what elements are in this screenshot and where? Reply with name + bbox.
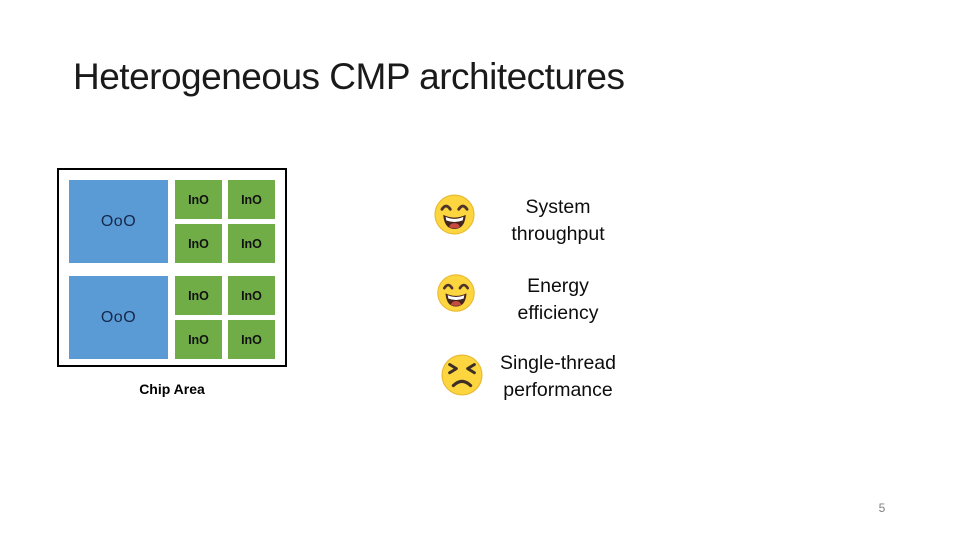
small-core-label: InO <box>188 332 209 347</box>
small-core-label: InO <box>241 236 262 251</box>
property-label-line: efficiency <box>517 302 599 324</box>
property-energy-efficiency: Energy efficiency <box>467 273 649 327</box>
small-core-block: InO <box>228 180 275 219</box>
small-core-block: InO <box>228 224 275 263</box>
big-core-block: OoO <box>69 180 168 263</box>
property-system-throughput: System throughput <box>467 194 649 248</box>
property-label-line: Energy <box>527 275 589 297</box>
small-core-block: InO <box>175 320 222 359</box>
slide-page-number: 5 <box>878 501 886 515</box>
property-label-line: performance <box>503 379 613 401</box>
grinning-face-icon <box>434 194 475 235</box>
chip-area-caption: Chip Area <box>139 381 205 397</box>
small-core-block: InO <box>228 276 275 315</box>
slide-title: Heterogeneous CMP architectures <box>73 56 625 97</box>
property-label-line: throughput <box>511 223 605 245</box>
small-core-block: InO <box>175 180 222 219</box>
small-core-label: InO <box>241 192 262 207</box>
big-core-label: OoO <box>100 308 137 326</box>
big-core-block: OoO <box>69 276 168 359</box>
small-core-label: InO <box>241 332 262 347</box>
small-core-block: InO <box>228 320 275 359</box>
small-core-label: InO <box>241 288 262 303</box>
small-core-label: InO <box>188 236 209 251</box>
small-core-label: InO <box>188 192 209 207</box>
property-label-line: System <box>525 196 591 218</box>
chip-area-diagram: OoO OoO InO InO InO InO InO InO InO InO <box>57 168 287 367</box>
big-core-label: OoO <box>100 212 137 230</box>
property-label-line: Single-thread <box>500 352 616 374</box>
property-single-thread-performance: Single-thread performance <box>467 350 649 404</box>
grinning-face-icon <box>437 274 475 312</box>
small-core-block: InO <box>175 224 222 263</box>
small-core-block: InO <box>175 276 222 315</box>
frustrated-face-icon <box>441 354 483 396</box>
small-core-label: InO <box>188 288 209 303</box>
